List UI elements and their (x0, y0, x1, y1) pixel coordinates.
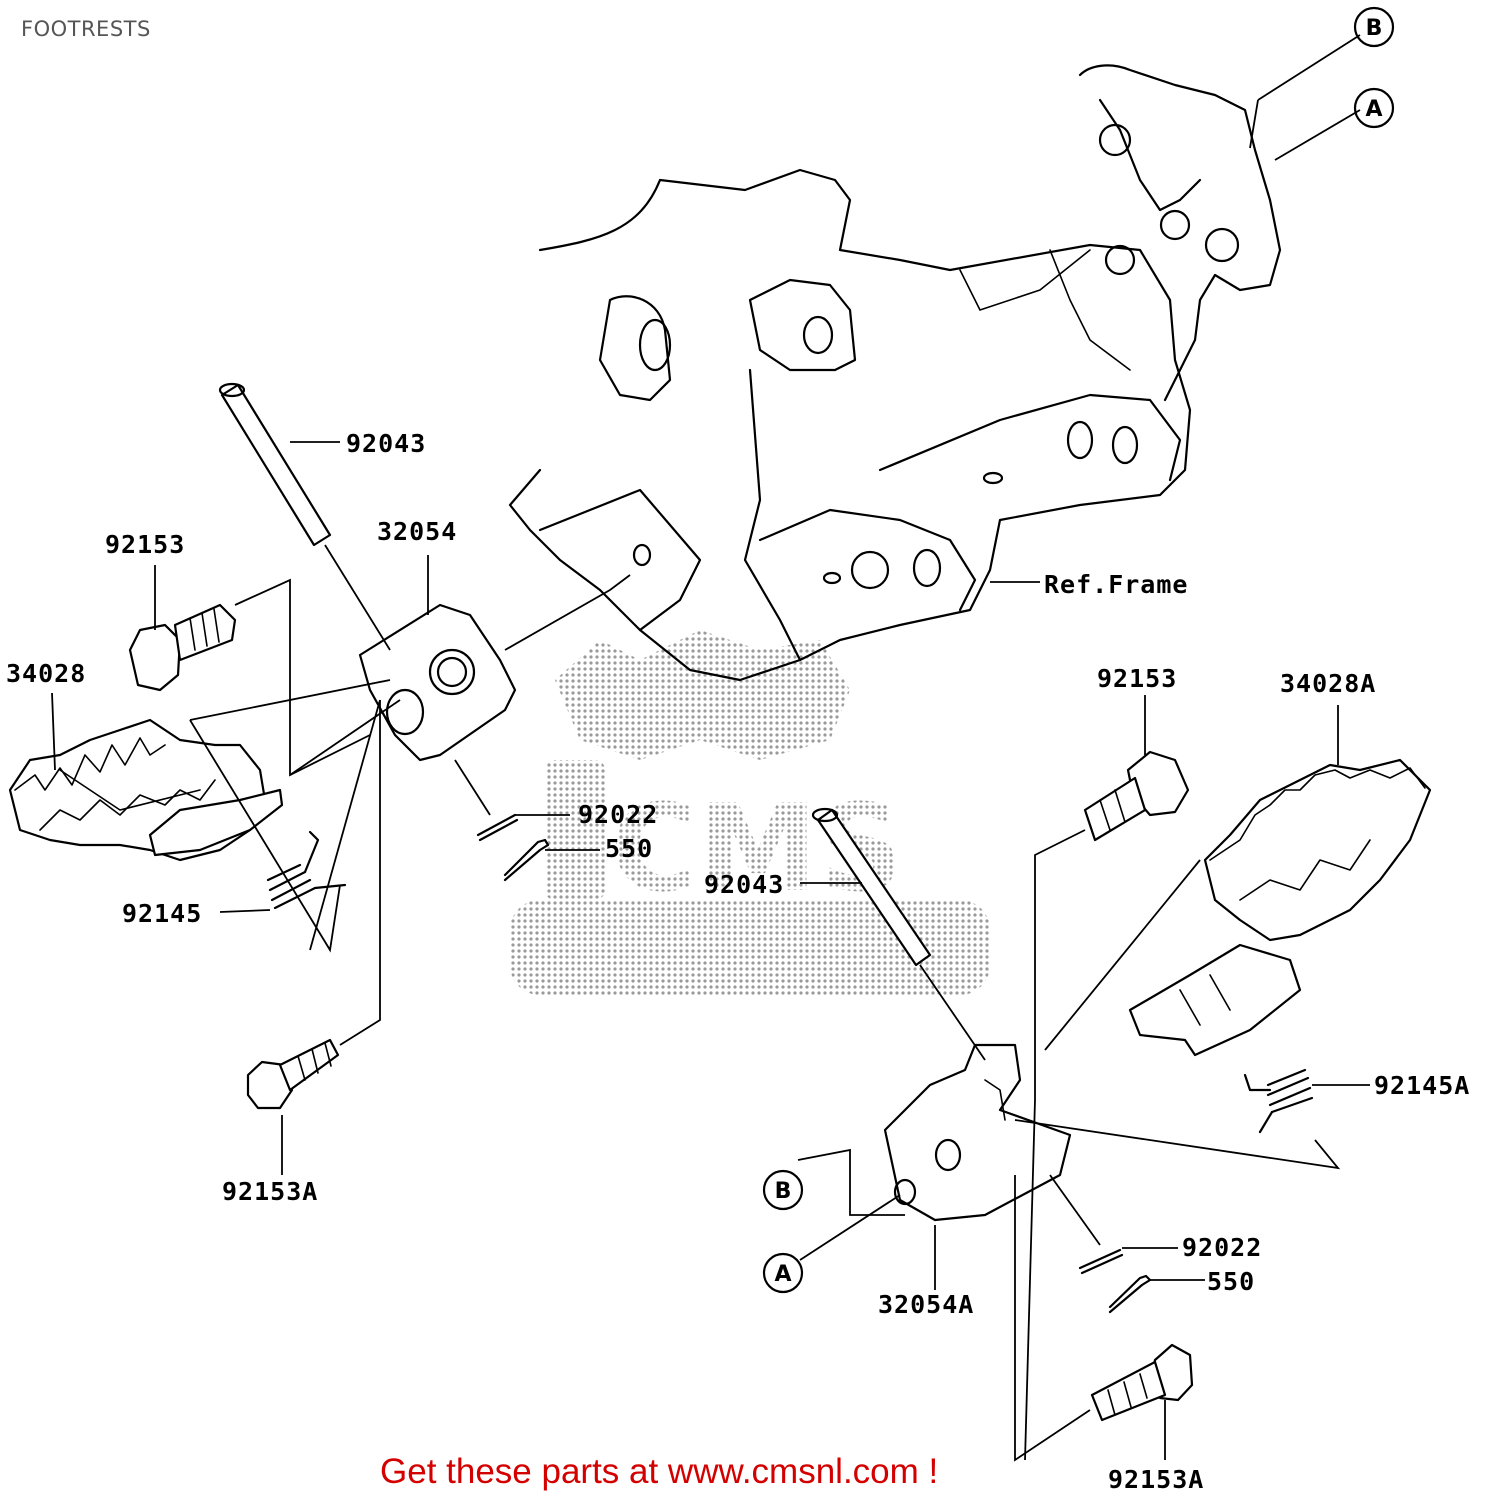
watermark: CMS (510, 630, 990, 995)
footrest-34028A (1128, 758, 1432, 1057)
frame-drawing (508, 64, 1282, 682)
bolt-92153A-left (246, 1038, 340, 1110)
label-ref-frame: Ref.Frame (1044, 570, 1188, 599)
callout-a-bottom: A (762, 1252, 804, 1294)
label-32054: 32054 (377, 517, 457, 546)
label-34028: 34028 (6, 659, 86, 688)
callout-a-bottom-text: A (774, 1262, 791, 1287)
label-92043-right: 92043 (704, 870, 784, 899)
bolt-92153-right (1083, 750, 1190, 842)
promo-link[interactable]: Get these parts at www.cmsnl.com ! (380, 1452, 939, 1491)
callout-a-top-text: A (1365, 97, 1382, 122)
label-92153A-right: 92153A (1108, 1465, 1204, 1494)
callout-b-top: B (1353, 6, 1395, 48)
bolt-92153-left (128, 603, 237, 692)
label-92153-right: 92153 (1097, 664, 1177, 693)
bolt-92153A-right (1090, 1343, 1194, 1422)
label-550-left: 550 (605, 834, 653, 863)
bracket-32054 (358, 603, 517, 762)
label-92022-left: 92022 (578, 800, 658, 829)
callout-b-bottom-text: B (775, 1179, 792, 1204)
pin-92043-right (811, 807, 932, 967)
label-92145A: 92145A (1374, 1071, 1470, 1100)
label-32054A: 32054A (878, 1290, 974, 1319)
page-title: FOOTRESTS (21, 17, 151, 41)
spring-92145A (1243, 1068, 1314, 1134)
label-34028A: 34028A (1280, 669, 1376, 698)
label-92145: 92145 (122, 899, 202, 928)
footrest-34028 (8, 718, 284, 862)
cotter-pin-550-left (503, 838, 550, 882)
washer-92022-right (1078, 1248, 1124, 1275)
label-92022-right: 92022 (1182, 1233, 1262, 1262)
callout-b-top-text: B (1366, 16, 1383, 41)
label-92153A-left: 92153A (222, 1177, 318, 1206)
callout-b-bottom: B (762, 1169, 804, 1211)
label-92153-left: 92153 (105, 530, 185, 559)
spring-92145 (266, 830, 347, 910)
pin-92043-left (218, 382, 332, 547)
washer-92022-left (476, 813, 519, 842)
cotter-pin-550-right (1108, 1274, 1152, 1314)
label-92043-left: 92043 (346, 429, 426, 458)
leader-lines (51, 34, 1370, 1462)
label-550-right: 550 (1207, 1267, 1255, 1296)
callout-a-top: A (1353, 87, 1395, 129)
bracket-32054A (883, 1043, 1072, 1222)
